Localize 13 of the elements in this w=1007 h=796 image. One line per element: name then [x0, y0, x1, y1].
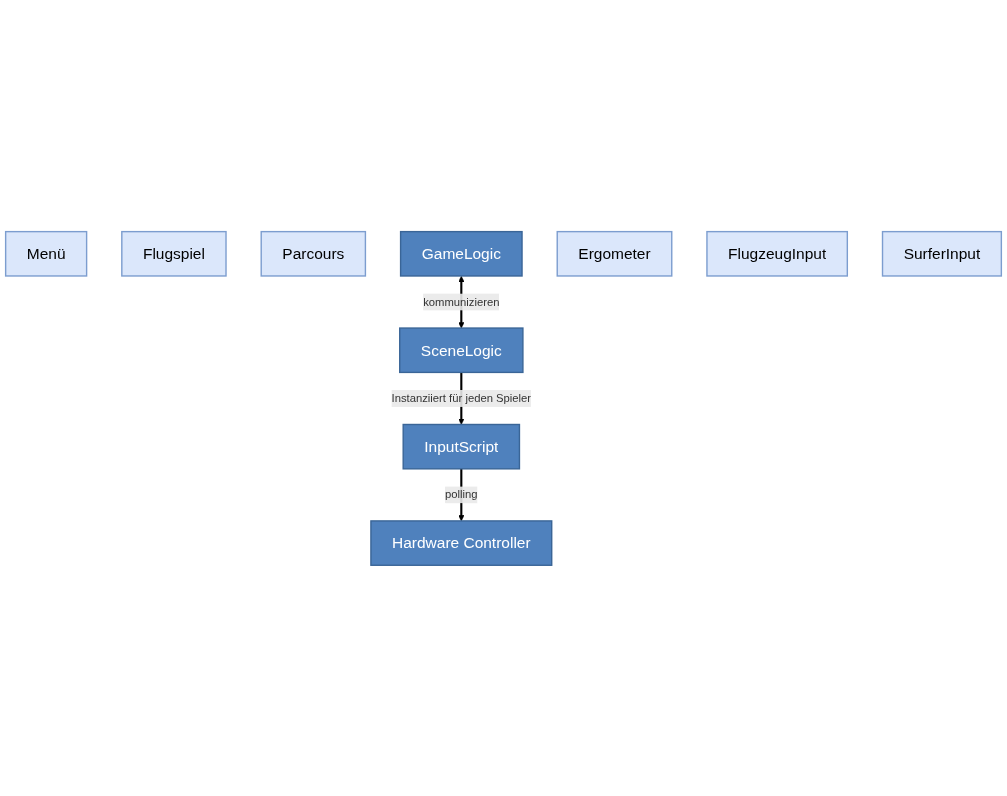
node-box: Parcours [260, 230, 367, 277]
node-box: SceneLogic [399, 326, 524, 373]
node-box: SurferInput [881, 230, 1003, 277]
node-box: Flugspiel [121, 230, 227, 277]
node-box: Ergometer [556, 230, 673, 277]
node-box: FlugzeugInput [706, 230, 849, 277]
node-box: GameLogic [399, 230, 523, 277]
node-box: InputScript [402, 423, 521, 470]
edge-label: kommunizieren [423, 295, 500, 308]
edge-label: polling [445, 488, 478, 501]
edge-label: Instanziiert für jeden Spieler [391, 391, 532, 404]
node-box: Menü [4, 230, 88, 277]
node-box: Hardware Controller [370, 519, 553, 566]
